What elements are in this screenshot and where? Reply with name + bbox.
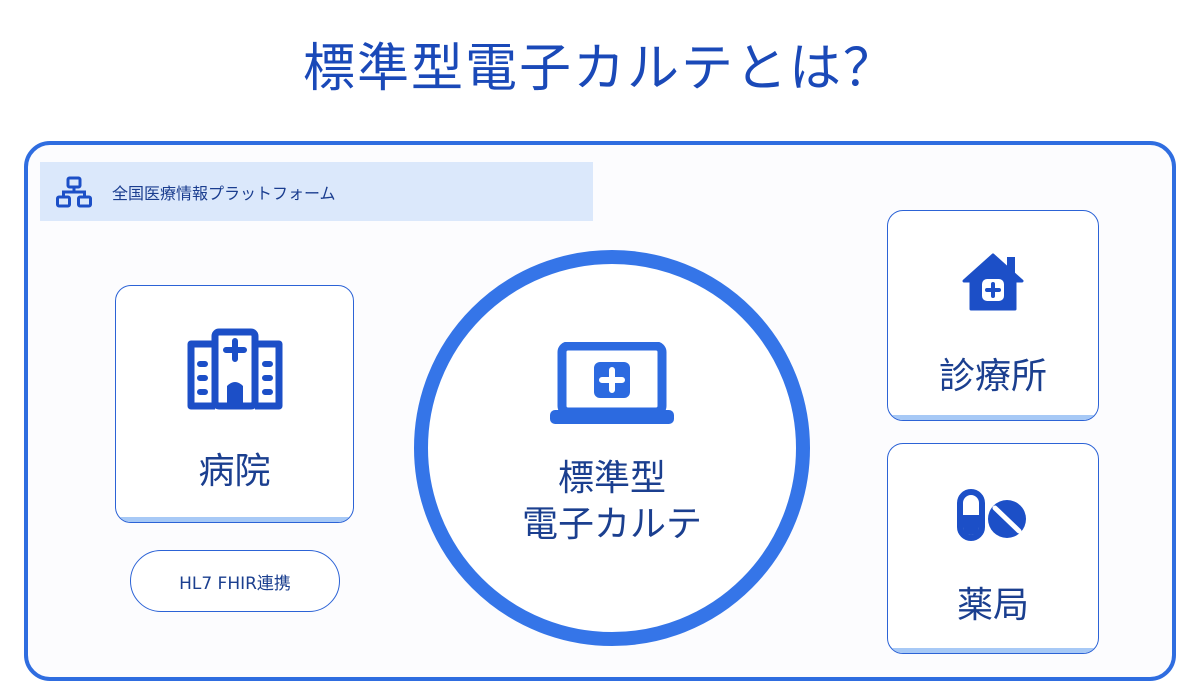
- platform-banner: 全国医療情報プラットフォーム: [40, 162, 593, 221]
- network-icon: [54, 172, 94, 212]
- pills-icon: [956, 488, 1030, 546]
- pharmacy-card: 薬局: [887, 443, 1099, 654]
- clinic-label: 診療所: [938, 356, 1047, 397]
- pharmacy-label: 薬局: [956, 585, 1029, 626]
- ehr-label: 標準型 電子カルテ: [522, 456, 702, 548]
- medical-home-icon: [960, 251, 1026, 317]
- hospital-card: 病院: [115, 285, 354, 523]
- ehr-label-line1: 標準型: [557, 458, 666, 499]
- ehr-label-line2: 電子カルテ: [521, 504, 702, 545]
- clinic-card: 診療所: [887, 210, 1099, 421]
- hl7-label: HL7 FHIR連携: [179, 573, 291, 594]
- hospital-building-icon: [185, 328, 285, 414]
- medical-laptop-icon: [548, 341, 676, 434]
- page-title: 標準型電子カルテとは？: [302, 39, 897, 99]
- platform-label: 全国医療情報プラットフォーム: [112, 183, 336, 203]
- hospital-label: 病院: [198, 451, 271, 492]
- hl7-fhir-badge: HL7 FHIR連携: [130, 550, 340, 612]
- ehr-center-circle: 標準型 電子カルテ: [414, 250, 810, 646]
